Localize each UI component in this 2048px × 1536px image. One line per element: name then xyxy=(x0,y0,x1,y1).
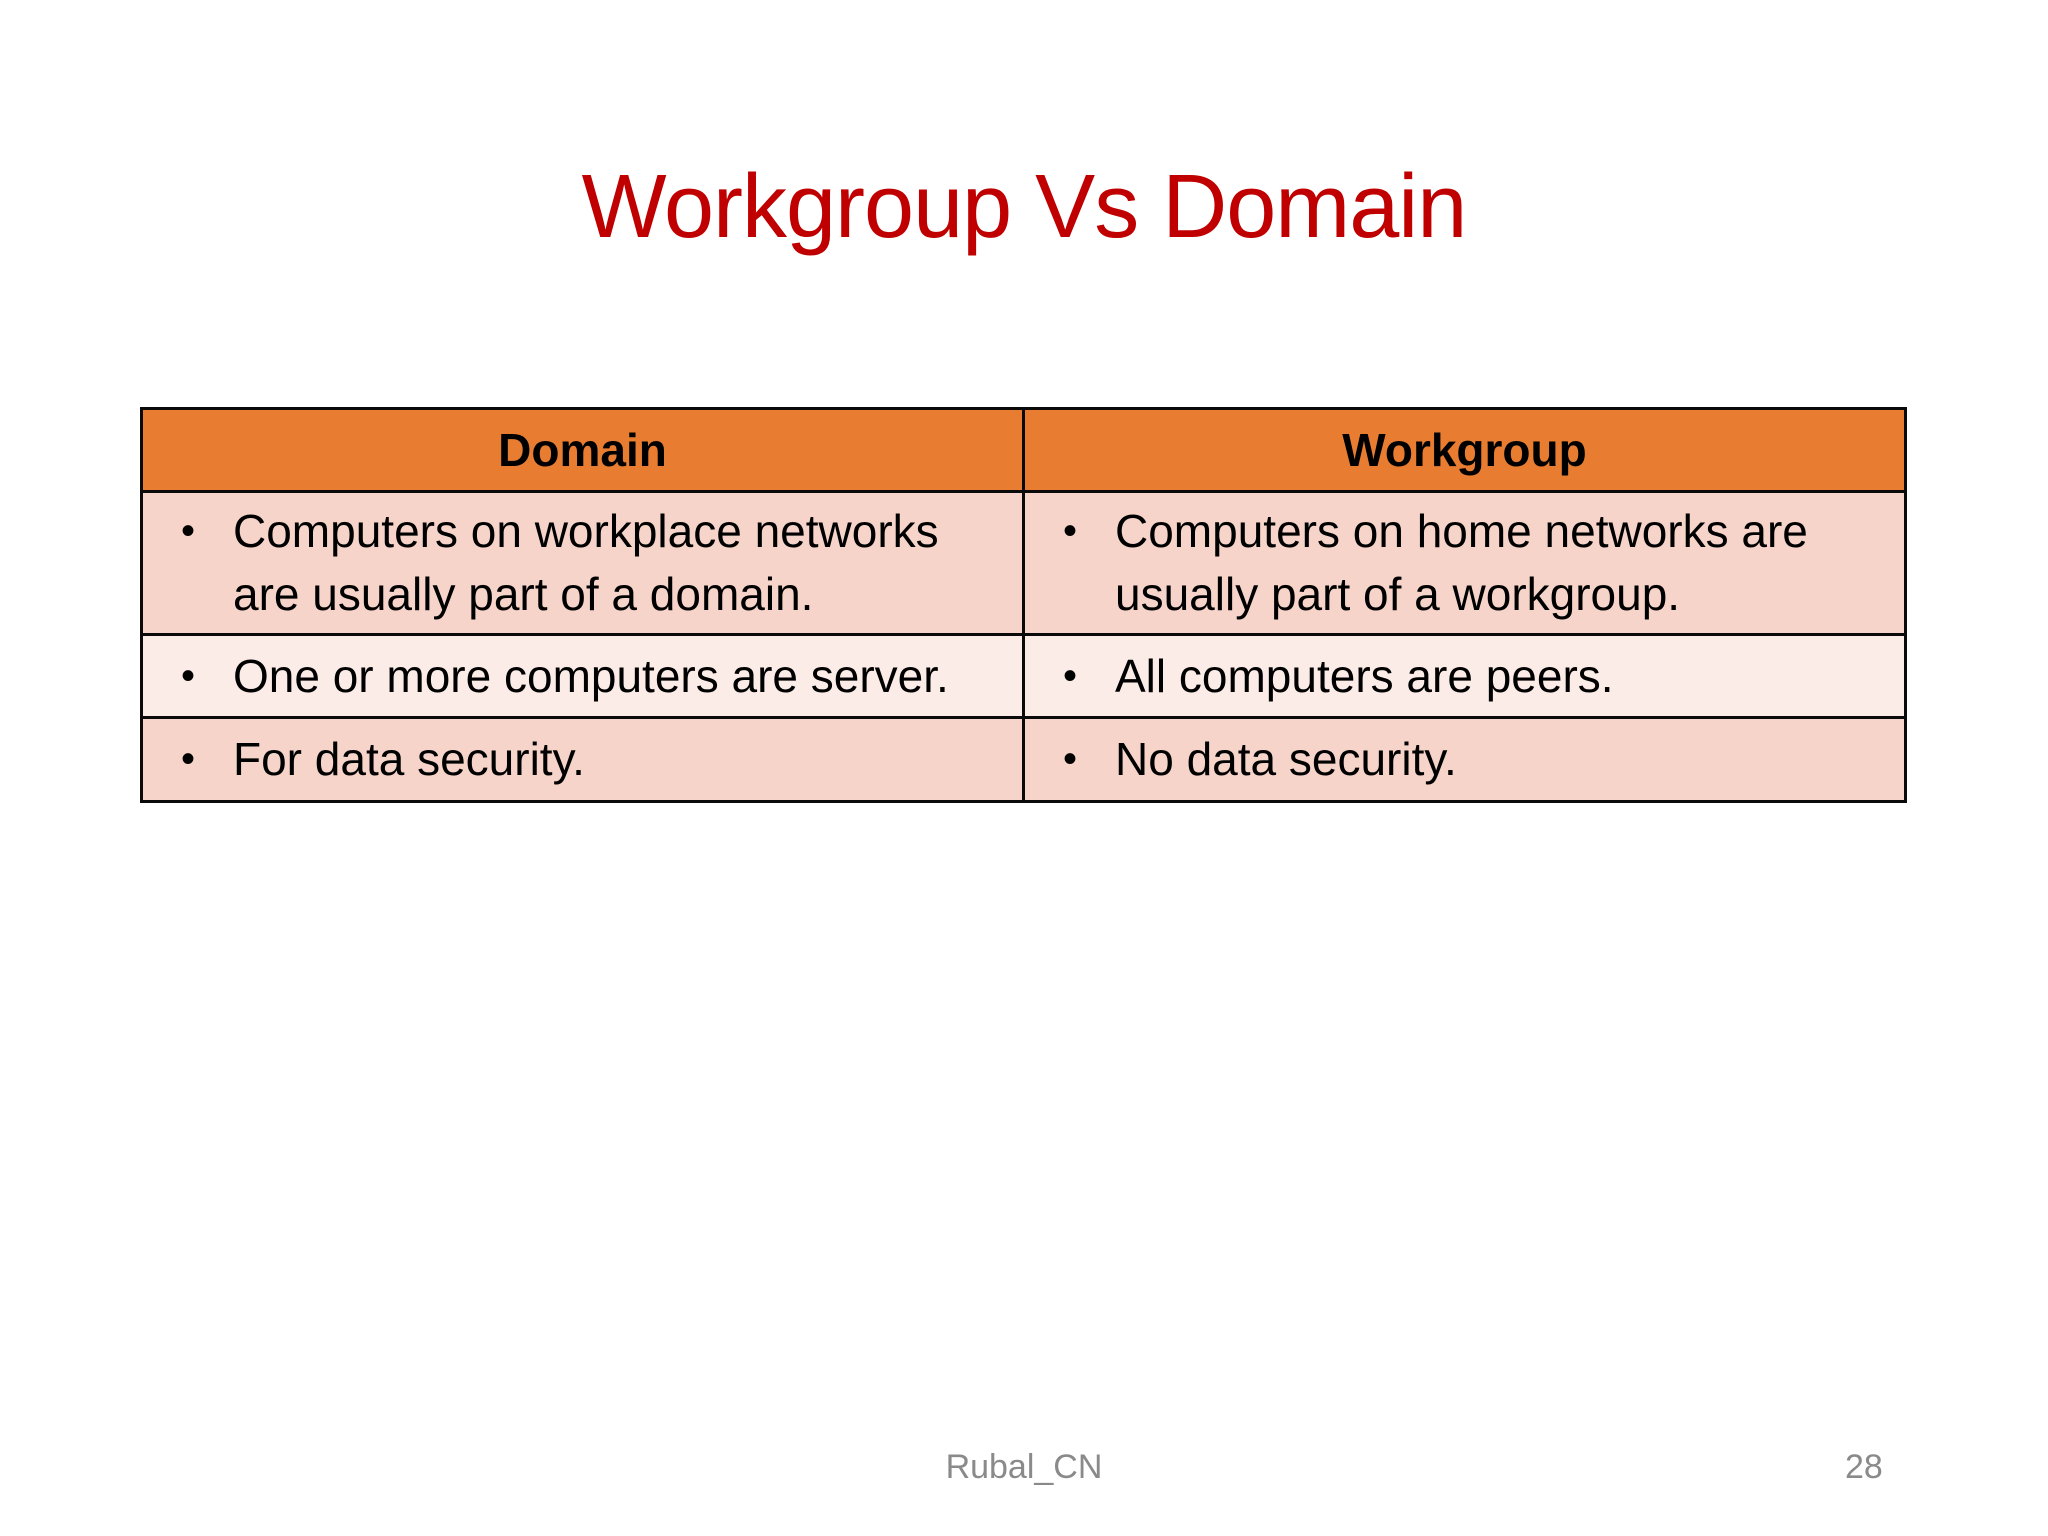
cell-text: Computers on workplace networks are usua… xyxy=(233,505,939,620)
bullet-icon: • xyxy=(1062,509,1077,553)
table-cell-domain-3: • For data security. xyxy=(140,716,1025,803)
table-row: • Computers on workplace networks are us… xyxy=(140,490,1907,636)
bullet-icon: • xyxy=(1062,737,1077,781)
bullet-icon: • xyxy=(180,737,195,781)
cell-text: One or more computers are server. xyxy=(233,649,949,702)
footer-text: Rubal_CN xyxy=(945,1448,1103,1486)
table-header-row: Domain Workgroup xyxy=(140,407,1907,493)
table-header-workgroup: Workgroup xyxy=(1022,407,1907,493)
table-header-domain: Domain xyxy=(140,407,1025,493)
bullet-icon: • xyxy=(1062,653,1077,698)
table-row: • For data security. • No data security. xyxy=(140,716,1907,803)
table-cell-workgroup-3: • No data security. xyxy=(1022,716,1907,803)
bullet-icon: • xyxy=(180,653,195,698)
cell-text: Computers on home networks are usually p… xyxy=(1115,505,1808,620)
table-row: • One or more computers are server. • Al… xyxy=(140,633,1907,719)
table-cell-domain-2: • One or more computers are server. xyxy=(140,633,1025,719)
table-cell-workgroup-1: • Computers on home networks are usually… xyxy=(1022,490,1907,636)
cell-text: For data security. xyxy=(233,733,585,785)
table-cell-domain-1: • Computers on workplace networks are us… xyxy=(140,490,1025,636)
comparison-table: Domain Workgroup • Computers on workplac… xyxy=(140,407,1907,803)
cell-text: No data security. xyxy=(1115,733,1457,785)
cell-text: All computers are peers. xyxy=(1115,649,1614,702)
bullet-icon: • xyxy=(180,509,195,553)
table-cell-workgroup-2: • All computers are peers. xyxy=(1022,633,1907,719)
slide-title: Workgroup Vs Domain xyxy=(581,157,1468,257)
page-number: 28 xyxy=(1845,1448,1883,1486)
